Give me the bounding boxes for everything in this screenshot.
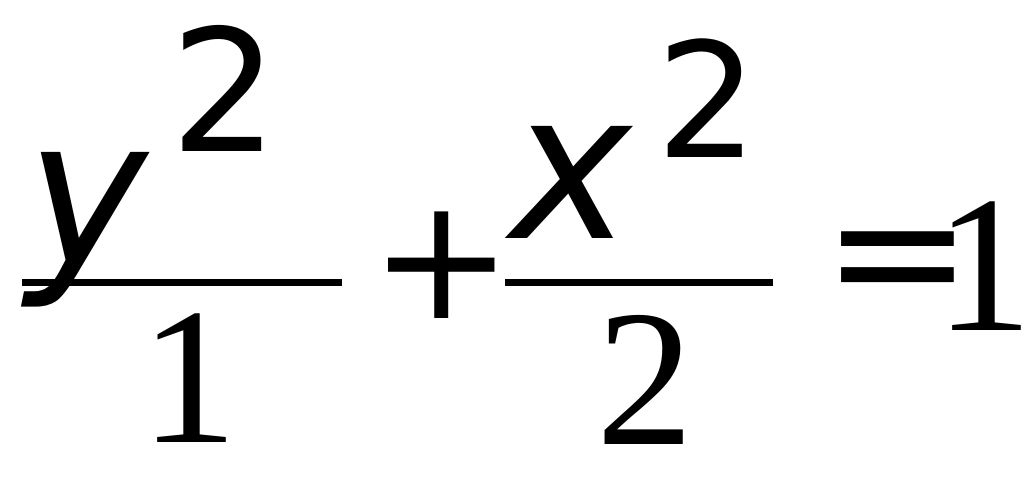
fraction-bar-second xyxy=(505,279,773,286)
equals-sign: = xyxy=(822,147,973,356)
numerator-exponent-y: 2 xyxy=(170,0,279,192)
numerator-variable-y: y xyxy=(26,75,148,313)
denominator-second: 2 xyxy=(596,271,694,487)
ellipse-equation: y 2 1 + x 2 2 = 1 xyxy=(22,0,1024,477)
right-hand-side-value: 1 xyxy=(935,157,1024,373)
numerator-variable-x: x xyxy=(510,49,632,287)
plus-operator: + xyxy=(370,161,513,359)
fraction-bar-first xyxy=(22,279,342,286)
numerator-exponent-x: 2 xyxy=(656,8,758,195)
denominator-first: 1 xyxy=(140,269,238,485)
